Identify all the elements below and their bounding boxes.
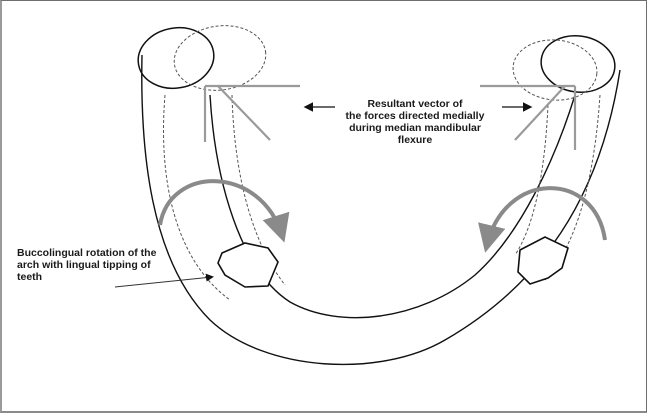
left-condyle-displaced <box>170 20 270 96</box>
left-force-lines <box>205 86 300 142</box>
right-rotation-arrow <box>487 188 605 245</box>
left-condyle <box>133 22 218 94</box>
right-tooth <box>518 237 568 284</box>
dashed-arch-right-inner <box>515 105 548 255</box>
buccolingual-rotation-label: Buccolingual rotation of the arch with l… <box>17 247 167 283</box>
left-rotation-arrow <box>160 181 282 235</box>
left-tooth <box>218 243 278 287</box>
right-force-lines <box>480 86 575 150</box>
resultant-vector-label: Resultant vector of the forces directed … <box>340 98 490 146</box>
right-condyle-displaced <box>511 36 600 103</box>
